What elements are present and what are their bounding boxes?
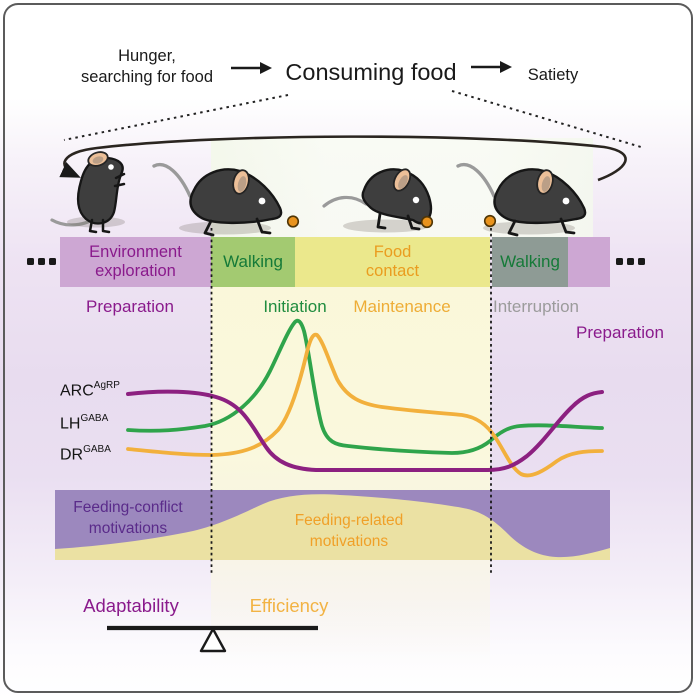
phase-label-maintenance: Maintenance — [353, 297, 451, 316]
flow-stage-consuming-food: Consuming food — [285, 59, 457, 85]
flow-stage-satiety: Satiety — [527, 66, 579, 84]
phase-label-preparation-2: Preparation — [576, 323, 664, 342]
trace-marker: GABA — [83, 444, 111, 455]
trace-label-dr-gaba: DRGABA — [60, 444, 111, 464]
efficiency-label: Efficiency — [249, 595, 329, 616]
behavior-segment-continuation — [568, 237, 610, 287]
phase-label-interruption: Interruption — [493, 297, 579, 316]
ellipsis-right-icon — [616, 258, 645, 265]
trace-marker: AgRP — [93, 380, 120, 391]
trace-label-arc-agrp: ARCAgRP — [60, 380, 120, 400]
trace-label-lh-gaba: LHGABA — [60, 413, 109, 433]
trace-region: ARC — [60, 382, 94, 400]
feeding-related-motivations-label: Feeding-related motivations — [294, 512, 404, 551]
feeding-conflict-motivations-label: Feeding-conflict motivations — [73, 499, 183, 538]
ellipsis-left-icon — [27, 258, 56, 265]
phase-label-initiation: Initiation — [263, 297, 327, 316]
adaptability-label: Adaptability — [83, 595, 179, 616]
behavior-segment-walking-2: Walking — [492, 237, 568, 287]
trace-marker: GABA — [80, 413, 109, 424]
arrow-right-icon — [471, 61, 512, 73]
arrow-right-icon — [231, 62, 272, 74]
behavior-segment-food-contact: Food contact — [295, 237, 490, 287]
behavior-segment-walking-1: Walking — [211, 237, 295, 287]
mice-row-highlight-band — [211, 138, 593, 237]
phase-label-preparation: Preparation — [86, 297, 174, 316]
behavior-segment-environment-exploration: Environment exploration — [60, 237, 211, 287]
trace-region: DR — [60, 446, 84, 464]
flow-stage-hunger: Hunger, searching for food — [80, 47, 214, 87]
trace-region: LH — [60, 415, 81, 433]
